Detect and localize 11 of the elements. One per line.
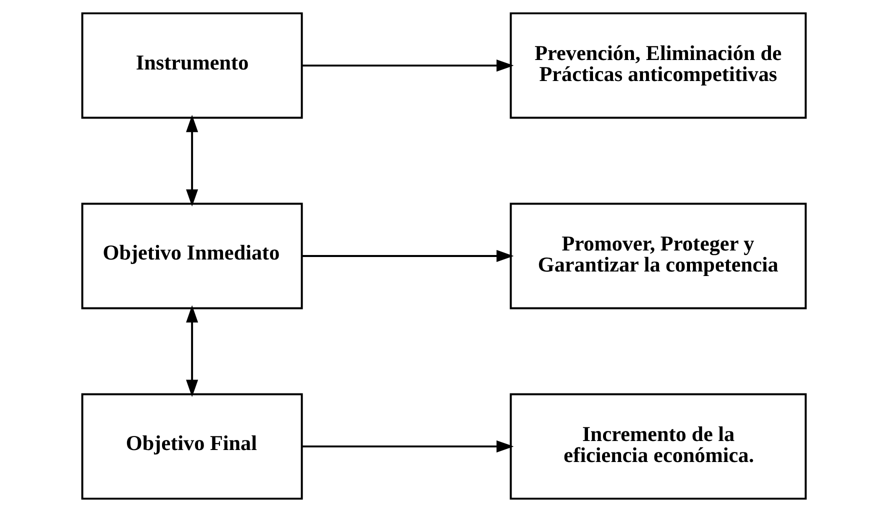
arrow <box>302 250 514 262</box>
node-box: Objetivo Final <box>80 393 302 500</box>
node-box: Prevención, Eliminación de Prácticas anticompetitivas <box>509 12 806 119</box>
arrow <box>186 305 198 397</box>
arrow <box>302 440 514 452</box>
node-box: Incremento de la eficiencia económica. <box>509 393 806 500</box>
node-box: Instrumento <box>80 12 302 119</box>
arrow <box>302 60 514 72</box>
node-box: Objetivo Inmediato <box>80 202 302 310</box>
node-box: Promover, Proteger y Garantizar la competencia <box>509 202 806 310</box>
arrow <box>186 114 198 207</box>
